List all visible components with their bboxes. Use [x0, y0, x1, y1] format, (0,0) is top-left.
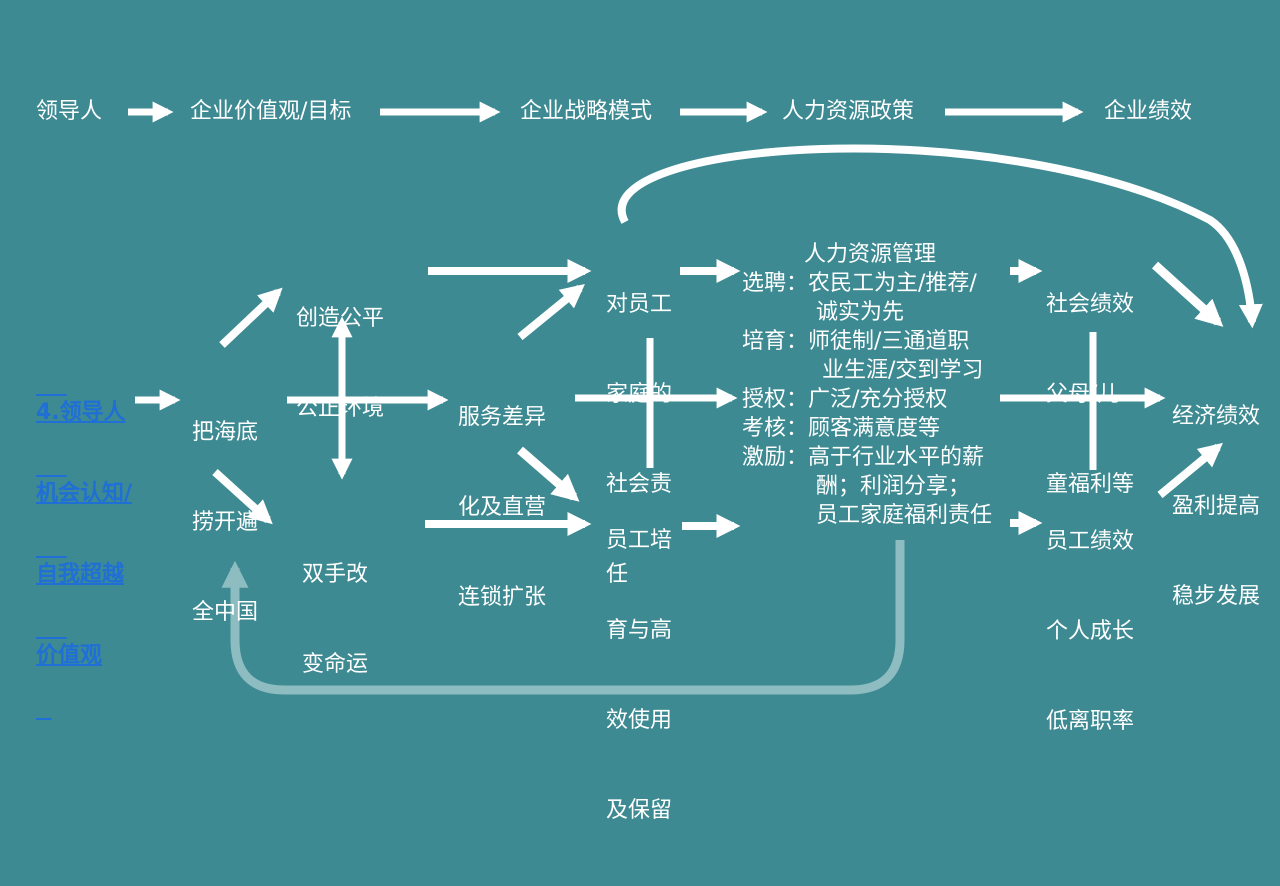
arrow-differentiation-to-family-resp: [517, 283, 585, 341]
arrow-social-to-economic: [1151, 261, 1224, 327]
training-use-line3: 效使用: [606, 708, 673, 733]
family-resp-line2: 家庭的: [606, 382, 673, 407]
top-values-label: 企业价值观/目标: [190, 99, 352, 124]
fair-env-line2: 公正环境: [296, 396, 385, 421]
family-resp-line1: 对员工: [606, 292, 673, 317]
differentiation-node: 服务差异 化及直营 连锁扩张: [458, 343, 546, 673]
differentiation-line2: 化及直营: [458, 495, 547, 520]
differentiation-line3: 连锁扩张: [458, 585, 547, 610]
social-perf-line1: 社会绩效: [1046, 292, 1135, 317]
training-use-node: 员工培 育与高 效使用 及保留: [606, 466, 672, 886]
social-perf-line2: 父母/儿: [1046, 382, 1120, 407]
top-performance-label: 企业绩效: [1104, 99, 1193, 124]
hr-train: 培育：师徒制/三通道职: [742, 329, 970, 354]
leader-link-line3: 自我超越: [36, 562, 125, 587]
hr-authorize: 授权：广泛/充分授权: [742, 387, 948, 412]
hr-assess: 考核：顾客满意度等: [742, 416, 941, 441]
hr-train-cont: 业生涯/交到学习: [822, 358, 984, 383]
bahaidi-line2: 捞开遍: [192, 510, 259, 535]
training-use-line4: 及保留: [606, 798, 673, 823]
social-perf-node: 社会绩效 父母/儿 童福利等: [1046, 230, 1134, 560]
hr-strategy-diagram: 领导人 企业价值观/目标 企业战略模式 人力资源政策 企业绩效 4.领导人 机会…: [36, 99, 1263, 823]
hr-incentive-cont3: 员工家庭福利责任: [816, 503, 993, 528]
training-use-line1: 员工培: [606, 528, 673, 553]
leader-link-line1: 4.领导人: [36, 400, 126, 425]
social-perf-line3: 童福利等: [1046, 472, 1135, 497]
hr-recruit: 选聘：农民工为主/推荐/: [742, 271, 977, 296]
hr-management-title: 人力资源管理: [804, 242, 937, 267]
fair-env-node: 创造公平 公正环境: [296, 244, 384, 484]
top-strategy-label: 企业战略模式: [520, 99, 653, 124]
training-use-line2: 育与高: [606, 618, 673, 643]
feedback-loop-arrow: [221, 540, 905, 695]
leader-link-line2: 机会认知/: [36, 481, 133, 506]
economic-perf-line2: 盈利提高: [1172, 494, 1261, 519]
arrow-bahaidi-to-change-fate: [212, 469, 273, 525]
change-fate-node: 双手改 变命运: [302, 500, 368, 740]
top-leader-label: 领导人: [36, 99, 103, 124]
bahaidi-line3: 全中国: [192, 600, 259, 625]
change-fate-line1: 双手改: [302, 562, 369, 587]
leader-values-link[interactable]: 4.领导人 机会认知/ 自我超越 价值观: [36, 345, 132, 723]
arrow-differentiation-to-training: [517, 446, 580, 502]
hr-recruit-cont: 诚实为先: [816, 300, 905, 325]
family-resp-line3: 社会责: [606, 472, 673, 497]
leader-link-line4: 价值观: [36, 643, 103, 668]
top-hr-policy-label: 人力资源政策: [782, 99, 915, 124]
employee-perf-line3: 低离职率: [1046, 709, 1135, 734]
family-resp-node: 对员工 家庭的 社会责 任: [606, 230, 672, 650]
bahaidi-node: 把海底 捞开遍 全中国: [192, 358, 258, 688]
arrow-bahaidi-to-fair-env: [219, 287, 283, 348]
employee-perf-line2: 个人成长: [1046, 619, 1135, 644]
arrow-employee-to-economic: [1157, 442, 1223, 499]
economic-perf-line3: 稳步发展: [1172, 584, 1261, 609]
fair-env-line1: 创造公平: [296, 306, 385, 331]
curved-arrow-family-resp-to-economic: [617, 144, 1263, 329]
family-resp-line4: 任: [606, 562, 629, 587]
change-fate-line2: 变命运: [302, 652, 369, 677]
employee-perf-line1: 员工绩效: [1046, 529, 1135, 554]
bahaidi-line1: 把海底: [192, 420, 259, 445]
arrow-layer: [128, 101, 1263, 695]
differentiation-line1: 服务差异: [458, 405, 547, 430]
hr-incentive: 激励：高于行业水平的薪: [742, 445, 985, 470]
economic-perf-line1: 经济绩效: [1172, 404, 1261, 429]
employee-perf-node: 员工绩效 个人成长 低离职率: [1046, 467, 1134, 797]
economic-perf-node: 经济绩效 盈利提高 稳步发展: [1172, 342, 1260, 672]
hr-incentive-cont2: 酬；利润分享；: [816, 474, 971, 499]
